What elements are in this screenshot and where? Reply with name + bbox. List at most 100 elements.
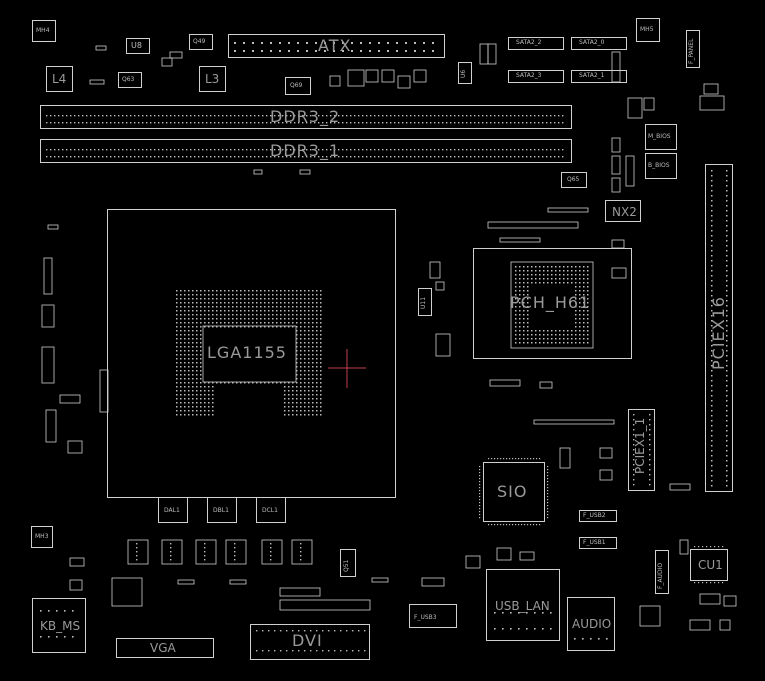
f-usb3-label: F_USB3 xyxy=(414,614,437,621)
cpu-land xyxy=(304,402,306,404)
cpu-land xyxy=(280,310,282,312)
smd-component xyxy=(45,409,57,443)
u6-label: U6 xyxy=(460,69,467,78)
cpu-land xyxy=(184,386,186,388)
cpu-land xyxy=(308,302,310,304)
ddr-pin xyxy=(178,122,180,124)
pch-ball xyxy=(583,278,585,280)
pcie-pin xyxy=(726,310,728,312)
atx-pin xyxy=(369,50,371,52)
cpu-land xyxy=(284,298,286,300)
ddr-pin xyxy=(258,149,260,151)
pch-ball xyxy=(527,326,529,328)
cpu-land xyxy=(208,298,210,300)
pch-ball xyxy=(563,274,565,276)
ddr-pin xyxy=(534,115,536,117)
cpu-land xyxy=(268,298,270,300)
pcie-x1-pin xyxy=(649,444,651,446)
mosfet-q51 xyxy=(340,549,356,577)
pcie-pin xyxy=(711,270,713,272)
cpu-land xyxy=(176,386,178,388)
smd-component xyxy=(669,483,691,491)
ddr-pin xyxy=(498,149,500,151)
smd-component xyxy=(689,619,711,631)
cpu-socket-lga1155 xyxy=(107,209,396,498)
ddr-pin xyxy=(538,115,540,117)
ddr-pin xyxy=(214,122,216,124)
cpu-land xyxy=(304,318,306,320)
pch-ball xyxy=(579,282,581,284)
cpu-land xyxy=(232,294,234,296)
smd-component xyxy=(69,579,83,591)
ddr-pin xyxy=(438,156,440,158)
cu1-label: CU1 xyxy=(698,558,723,572)
cpu-land xyxy=(196,326,198,328)
cpu-land xyxy=(176,294,178,296)
pcie-pin xyxy=(726,425,728,427)
cpu-land xyxy=(292,402,294,404)
ddr-pin xyxy=(434,149,436,151)
dvi-pin xyxy=(328,630,330,632)
cpu-land xyxy=(264,326,266,328)
atx-pin xyxy=(261,50,263,52)
sio-pin xyxy=(479,502,481,504)
pch-ball xyxy=(531,278,533,280)
ddr-pin xyxy=(170,122,172,124)
cpu-land xyxy=(184,326,186,328)
ddr-pin xyxy=(142,156,144,158)
pch-ball xyxy=(515,266,517,268)
ddr-pin xyxy=(166,122,168,124)
pcie-pin xyxy=(711,425,713,427)
sio-pin xyxy=(479,481,481,483)
sio-pin xyxy=(479,478,481,480)
f-audio-label: F_AUDIO xyxy=(657,562,664,589)
connector-nx2 xyxy=(605,200,641,222)
pcie-pin xyxy=(711,210,713,212)
ddr-pin xyxy=(246,156,248,158)
vrm-pin xyxy=(170,551,172,553)
cpu-land xyxy=(196,298,198,300)
ddr-pin xyxy=(306,122,308,124)
cpu-land xyxy=(316,378,318,380)
cpu-land xyxy=(200,334,202,336)
sio-pin xyxy=(479,499,481,501)
ddr-pin xyxy=(426,156,428,158)
ddr-pin xyxy=(478,149,480,151)
bottom-inductor xyxy=(111,577,143,607)
ddr-pin xyxy=(338,149,340,151)
ddr-pin xyxy=(398,115,400,117)
cpu-land xyxy=(308,346,310,348)
cpu-land xyxy=(176,330,178,332)
pch-ball xyxy=(579,278,581,280)
cpu-land xyxy=(284,322,286,324)
q65-label: Q65 xyxy=(567,176,580,183)
cu1-pin xyxy=(710,546,712,548)
ddr-pin xyxy=(170,149,172,151)
cpu-land xyxy=(296,310,298,312)
cpu-land xyxy=(188,370,190,372)
cpu-land xyxy=(176,318,178,320)
pch-ball xyxy=(559,334,561,336)
cpu-land xyxy=(256,318,258,320)
ddr-pin xyxy=(490,115,492,117)
ddr-pin xyxy=(378,122,380,124)
ddr-pin xyxy=(538,149,540,151)
cpu-land xyxy=(192,366,194,368)
pcie-pin xyxy=(711,480,713,482)
pch-ball xyxy=(555,334,557,336)
cpu-land xyxy=(176,342,178,344)
cpu-land xyxy=(244,314,246,316)
pcie-pin xyxy=(711,405,713,407)
sio-pin xyxy=(503,524,505,526)
usb-lan-pin xyxy=(526,612,528,614)
cpu-land xyxy=(196,370,198,372)
cpu-land xyxy=(300,334,302,336)
ddr-pin xyxy=(202,122,204,124)
cpu-land xyxy=(204,310,206,312)
cpu-land xyxy=(292,410,294,412)
smd-component xyxy=(489,379,521,387)
cpu-land xyxy=(288,322,290,324)
smd-component xyxy=(59,394,81,404)
cpu-land xyxy=(316,294,318,296)
cpu-land xyxy=(320,366,322,368)
